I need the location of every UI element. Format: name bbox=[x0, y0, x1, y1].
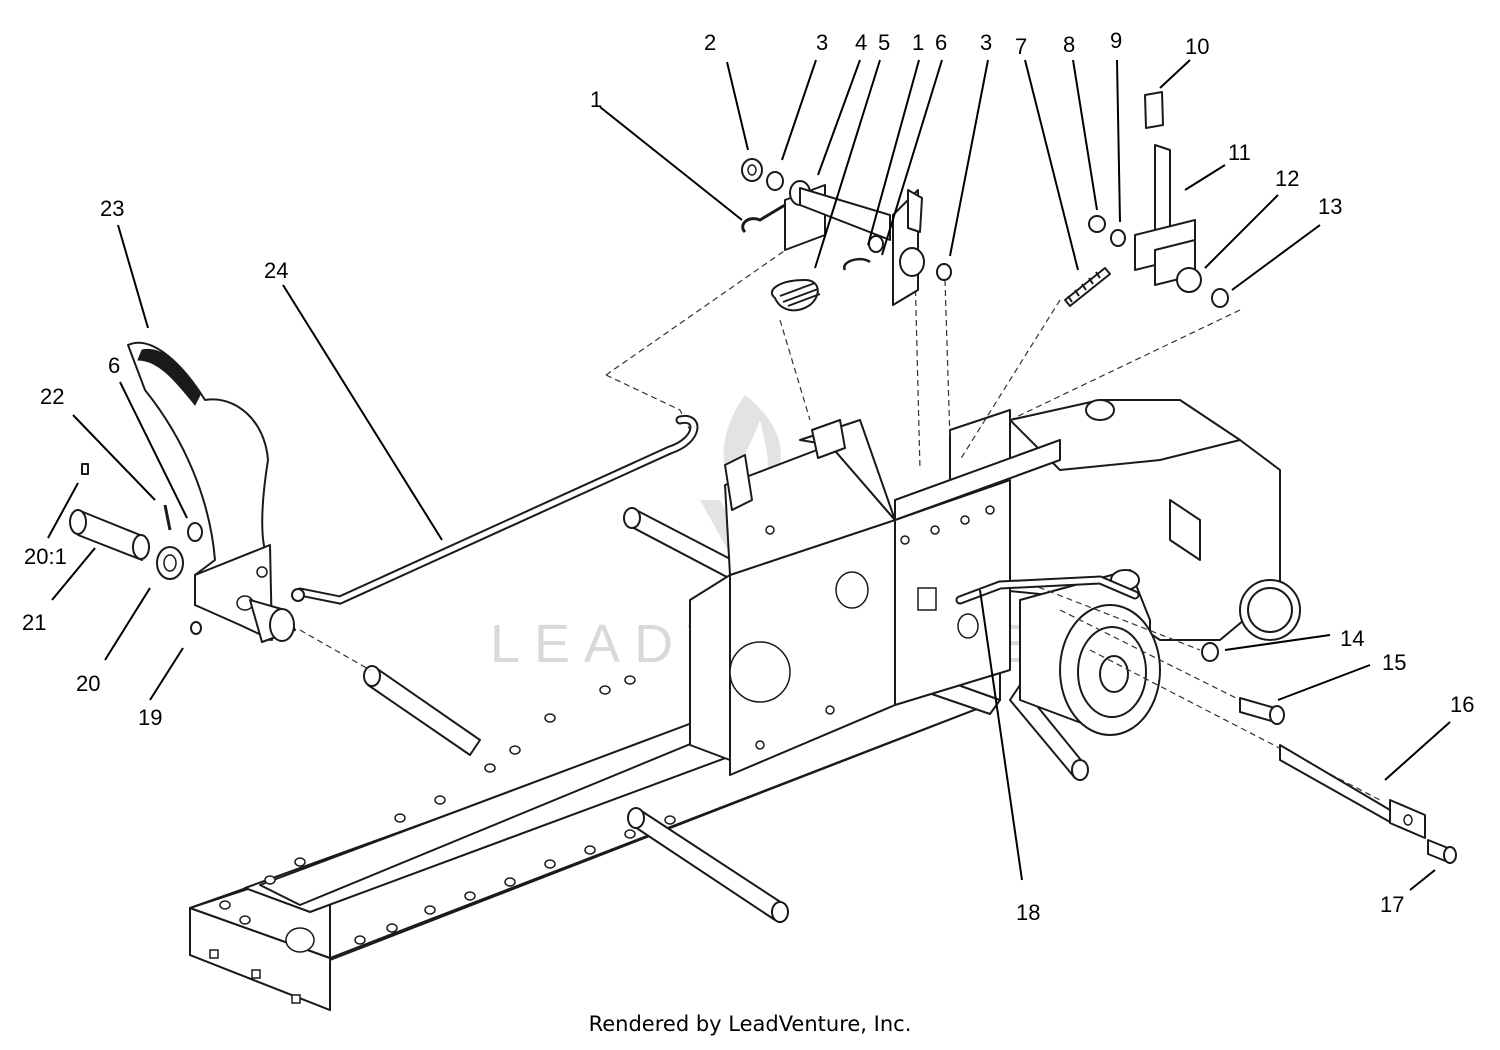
callout-label: 2 bbox=[704, 30, 716, 55]
callout-label: 12 bbox=[1275, 166, 1299, 191]
callout-label: 6 bbox=[108, 353, 120, 378]
leader-lines bbox=[47, 59, 1451, 891]
rendered-by-credit: Rendered by LeadVenture, Inc. bbox=[588, 1012, 912, 1036]
callout-label: 1 bbox=[912, 30, 924, 55]
rail-holes bbox=[219, 675, 676, 953]
shift-lever-parts bbox=[1064, 91, 1229, 308]
callout-label: 21 bbox=[22, 610, 46, 635]
center-bracket bbox=[689, 419, 1061, 776]
callout-label: 7 bbox=[1015, 34, 1027, 59]
callout-label: 18 bbox=[1016, 900, 1040, 925]
callout-label: 22 bbox=[40, 384, 64, 409]
callout-label: 8 bbox=[1063, 32, 1075, 57]
callout-label: 17 bbox=[1380, 892, 1404, 917]
callout-label: 19 bbox=[138, 705, 162, 730]
callout-label: 20 bbox=[76, 671, 100, 696]
callout-labels: 1 2 3 4 5 1 6 3 7 8 9 10 11 12 13 23 24 … bbox=[22, 28, 1474, 925]
callout-label: 4 bbox=[855, 30, 867, 55]
axle-parts bbox=[1201, 642, 1457, 864]
callout-label: 6 bbox=[935, 30, 947, 55]
callout-label: 14 bbox=[1340, 626, 1364, 651]
callout-label: 13 bbox=[1318, 194, 1342, 219]
brake-rod bbox=[291, 414, 699, 605]
callout-label: 5 bbox=[878, 30, 890, 55]
brake-latch-parts bbox=[741, 158, 952, 312]
callout-label: 16 bbox=[1450, 692, 1474, 717]
callout-label: 3 bbox=[980, 30, 992, 55]
callout-label: 9 bbox=[1110, 28, 1122, 53]
callout-label: 11 bbox=[1228, 140, 1251, 165]
callout-label: 1 bbox=[590, 87, 602, 112]
brake-pedal bbox=[127, 341, 296, 643]
callout-label: 24 bbox=[264, 258, 288, 283]
callout-label: 3 bbox=[816, 30, 828, 55]
pedal-pivot-parts bbox=[69, 463, 203, 635]
callout-label: 20:1 bbox=[24, 544, 67, 569]
callout-label: 15 bbox=[1382, 650, 1406, 675]
callout-label: 10 bbox=[1185, 34, 1209, 59]
callout-label: 23 bbox=[100, 196, 124, 221]
